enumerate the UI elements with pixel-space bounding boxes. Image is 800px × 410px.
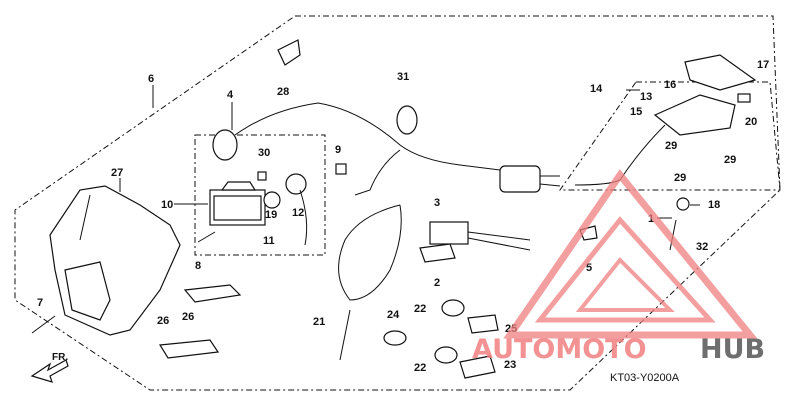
callout-9: 9 <box>335 144 341 156</box>
wire-harness-4 <box>212 102 561 196</box>
callout-19: 19 <box>265 209 277 221</box>
callout-14: 14 <box>590 83 603 95</box>
callout-29-b: 29 <box>724 154 736 166</box>
band-31 <box>396 105 418 135</box>
bracket-2 <box>419 243 456 263</box>
headlight-group-outline <box>194 134 326 256</box>
clamp-28 <box>277 39 301 66</box>
callout-12: 12 <box>292 207 304 219</box>
screw-8 <box>197 231 216 243</box>
callout-29-a: 29 <box>665 140 677 152</box>
watermark-text-automoto: AUTOMOTO <box>472 334 647 365</box>
callout-10: 10 <box>161 199 173 211</box>
callout-28: 28 <box>277 86 289 98</box>
watermark-logo-icon <box>503 169 758 339</box>
callout-22-b: 22 <box>414 362 426 374</box>
bracket-26-a <box>183 284 242 303</box>
callout-20: 20 <box>745 116 757 128</box>
callout-3: 3 <box>434 197 440 209</box>
callout-4: 4 <box>227 89 234 101</box>
callout-29-c: 29 <box>674 172 686 184</box>
front-direction-arrow-icon <box>30 359 69 383</box>
callout-1: 1 <box>648 213 654 225</box>
ring-24 <box>383 330 407 346</box>
callout-17: 17 <box>757 59 769 71</box>
holder-25 <box>467 314 499 334</box>
assembly-outline <box>14 15 781 391</box>
callout-22-a: 22 <box>414 303 426 315</box>
callout-26-a: 26 <box>182 311 194 323</box>
callout-6: 6 <box>148 73 154 85</box>
taillight-housing-13 <box>653 94 736 136</box>
callout-24: 24 <box>387 309 400 321</box>
callout-16: 16 <box>664 79 676 91</box>
cable-21 <box>338 204 402 361</box>
screw-7 <box>31 315 56 334</box>
relay-3 <box>429 221 531 251</box>
callout-23: 23 <box>504 359 516 371</box>
bulb-30 <box>257 171 267 181</box>
callout-18: 18 <box>708 199 720 211</box>
callout-26-b: 26 <box>157 315 169 327</box>
clip-9 <box>335 163 347 175</box>
headlight-cowl <box>49 185 181 336</box>
front-direction-label: FR. <box>52 352 68 363</box>
callout-7: 7 <box>37 297 43 309</box>
holder-23 <box>459 355 496 379</box>
callout-15: 15 <box>630 106 642 118</box>
callout-31: 31 <box>397 71 409 83</box>
grommet-18 <box>676 197 690 211</box>
headlight-unit <box>209 181 281 226</box>
grommet-22-a <box>441 299 465 317</box>
callout-2: 2 <box>434 277 440 289</box>
callout-21: 21 <box>313 316 325 328</box>
diagram-code: KT03-Y0200A <box>610 372 680 384</box>
callout-11: 11 <box>263 235 275 247</box>
grommet-22-b <box>434 346 458 364</box>
callout-27: 27 <box>111 167 123 179</box>
socket-12 <box>285 173 308 246</box>
callout-13: 13 <box>640 91 652 103</box>
bulb-20 <box>737 93 751 103</box>
callout-30: 30 <box>258 147 270 159</box>
callout-8: 8 <box>195 260 201 272</box>
watermark-text-hub: HUB <box>700 334 765 365</box>
callout-32: 32 <box>696 241 708 253</box>
bracket-26-b <box>158 339 220 359</box>
lens-17 <box>684 54 757 91</box>
callout-5: 5 <box>586 262 592 274</box>
